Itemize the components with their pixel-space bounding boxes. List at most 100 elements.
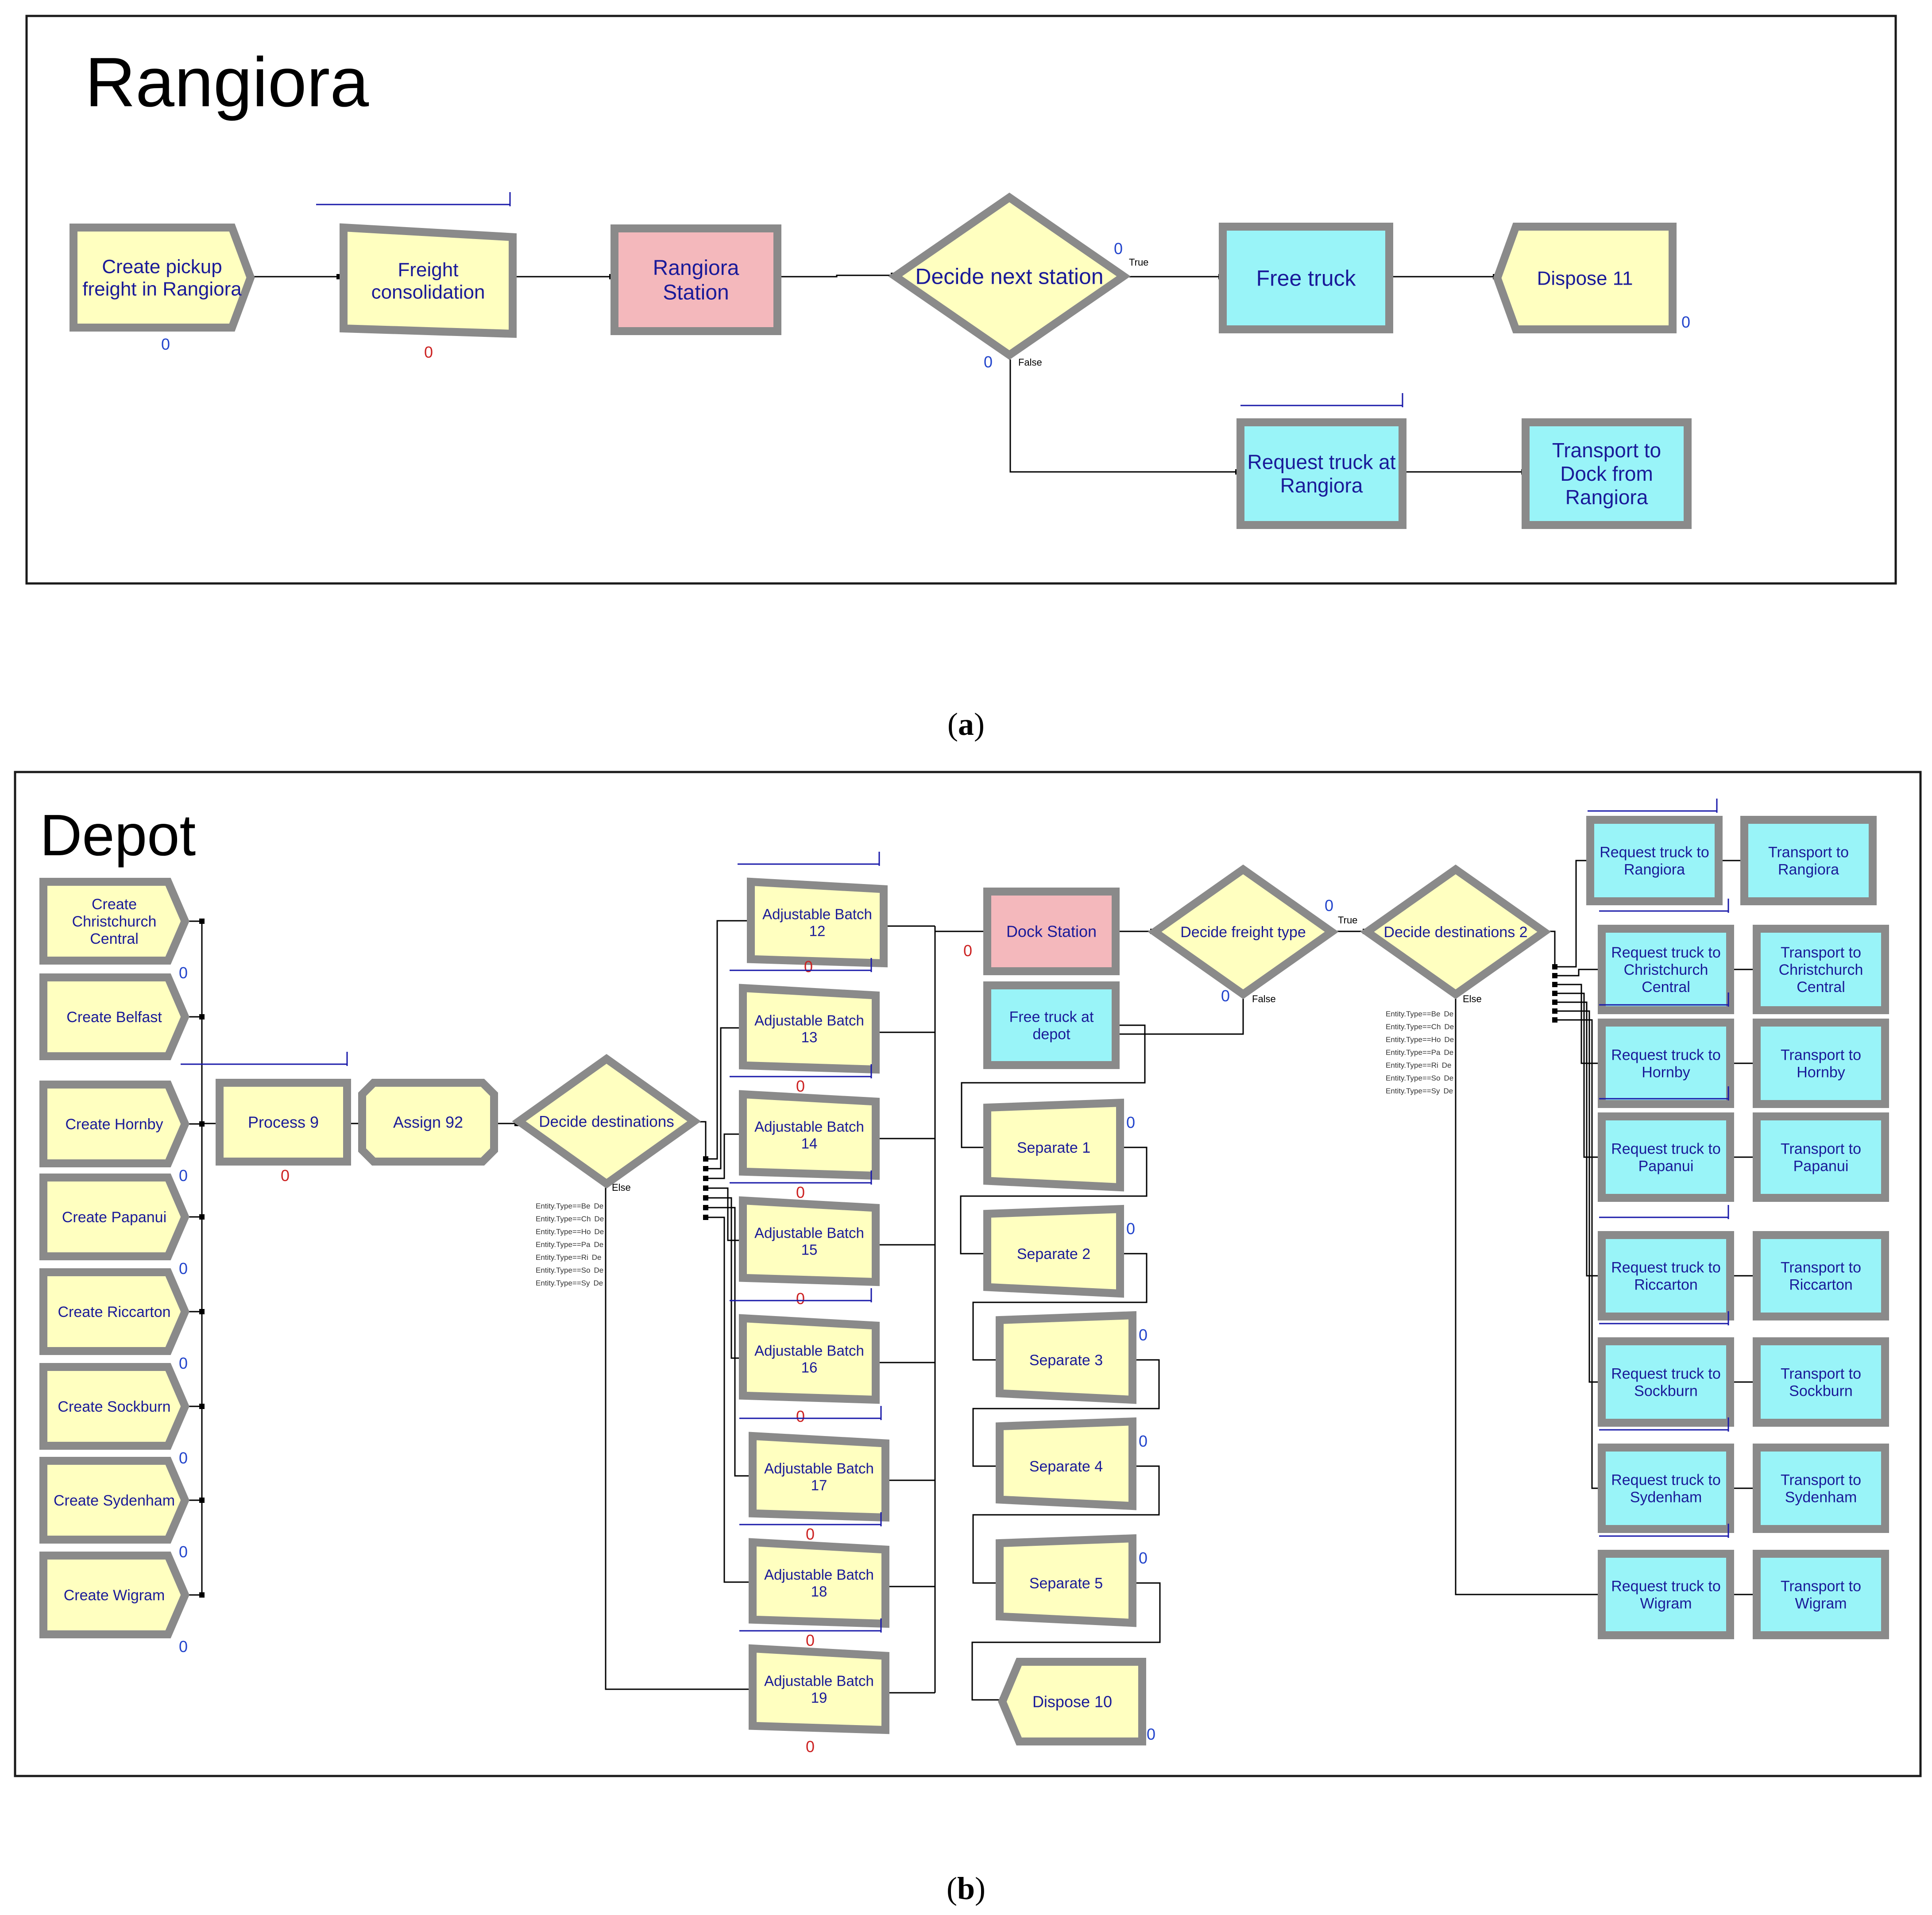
condition-target: De	[594, 1279, 603, 1287]
connector-line	[1116, 994, 1244, 1035]
connector-line	[1455, 994, 1602, 1595]
rect-shape	[1753, 1444, 1889, 1533]
entity-counter: 0	[281, 1166, 290, 1185]
decide-shape	[1148, 864, 1339, 1000]
separate-shape	[996, 1534, 1136, 1627]
module-b-s3[interactable]: Separate 30	[996, 1311, 1148, 1404]
module-b-s1[interactable]: Separate 10	[983, 1098, 1135, 1192]
decide-exit-point	[1552, 1017, 1557, 1023]
entity-counter: 0	[161, 335, 170, 353]
module-b-s5[interactable]: Separate 50	[996, 1534, 1148, 1627]
module-b-dec3[interactable]: Decide destinations 2	[1360, 864, 1551, 1000]
module-b-dec1[interactable]: Decide destinations	[512, 1054, 701, 1189]
module-label: Create Belfast	[66, 1009, 162, 1026]
batch-shape	[739, 1090, 880, 1180]
module-b-proc[interactable]: Process 9 0	[181, 1052, 351, 1185]
module-label-line: Transport to	[1768, 844, 1849, 861]
module-a-dispose[interactable]: Dispose 110	[1493, 223, 1690, 333]
module-b-c2[interactable]: Create Belfast	[39, 973, 189, 1060]
module-b-disp10[interactable]: Dispose 100	[998, 1658, 1155, 1745]
batch-shape	[749, 1538, 889, 1628]
module-b-assign[interactable]: Assign 92	[358, 1079, 498, 1166]
condition-expression: Entity.Type==Pa	[536, 1240, 591, 1249]
module-label-line: Hornby	[1642, 1064, 1690, 1081]
panel-a-title: Rangiora	[85, 43, 369, 121]
decide-false-label: False	[1018, 357, 1042, 368]
decide-shape	[888, 193, 1131, 360]
module-a-decide[interactable]: Decide next station	[888, 193, 1131, 360]
connector-line	[1555, 1010, 1602, 1383]
condition-expression: Entity.Type==Ch	[1386, 1023, 1441, 1031]
module-label-line: Create Sydenham	[54, 1492, 175, 1509]
module-label-line: consolidation	[371, 282, 485, 303]
rect-shape	[1236, 418, 1406, 529]
create-shape	[39, 1363, 189, 1450]
module-label: Dispose 11	[1537, 267, 1633, 289]
module-label-line: Adjustable Batch	[762, 906, 872, 923]
decide-exit-point	[703, 1215, 708, 1220]
module-b-s2[interactable]: Separate 20	[983, 1205, 1135, 1298]
module-label-line: Christchurch	[72, 913, 157, 930]
module-label-line: Free truck	[1256, 266, 1356, 291]
module-b-s4[interactable]: Separate 40	[996, 1417, 1148, 1510]
module-b-dec2[interactable]: Decide freight type	[1148, 864, 1339, 1000]
module-label-line: Separate 1	[1017, 1139, 1090, 1156]
module-label-line: freight in Rangiora	[82, 278, 242, 300]
entity-counter: 0	[796, 1077, 805, 1095]
create-shape	[39, 973, 189, 1060]
entity-counter: 0	[179, 1637, 188, 1656]
separate-shape	[983, 1205, 1124, 1298]
module-label-line: Process 9	[248, 1113, 319, 1131]
connector-line	[706, 1027, 743, 1170]
module-label-line: Decide next station	[915, 264, 1103, 289]
rect-shape	[983, 981, 1120, 1069]
module-a-free[interactable]: Free truck	[1219, 223, 1393, 333]
module-label-line: Rangiora	[1778, 861, 1839, 878]
condition-expression: Entity.Type==Sy	[1386, 1087, 1440, 1095]
